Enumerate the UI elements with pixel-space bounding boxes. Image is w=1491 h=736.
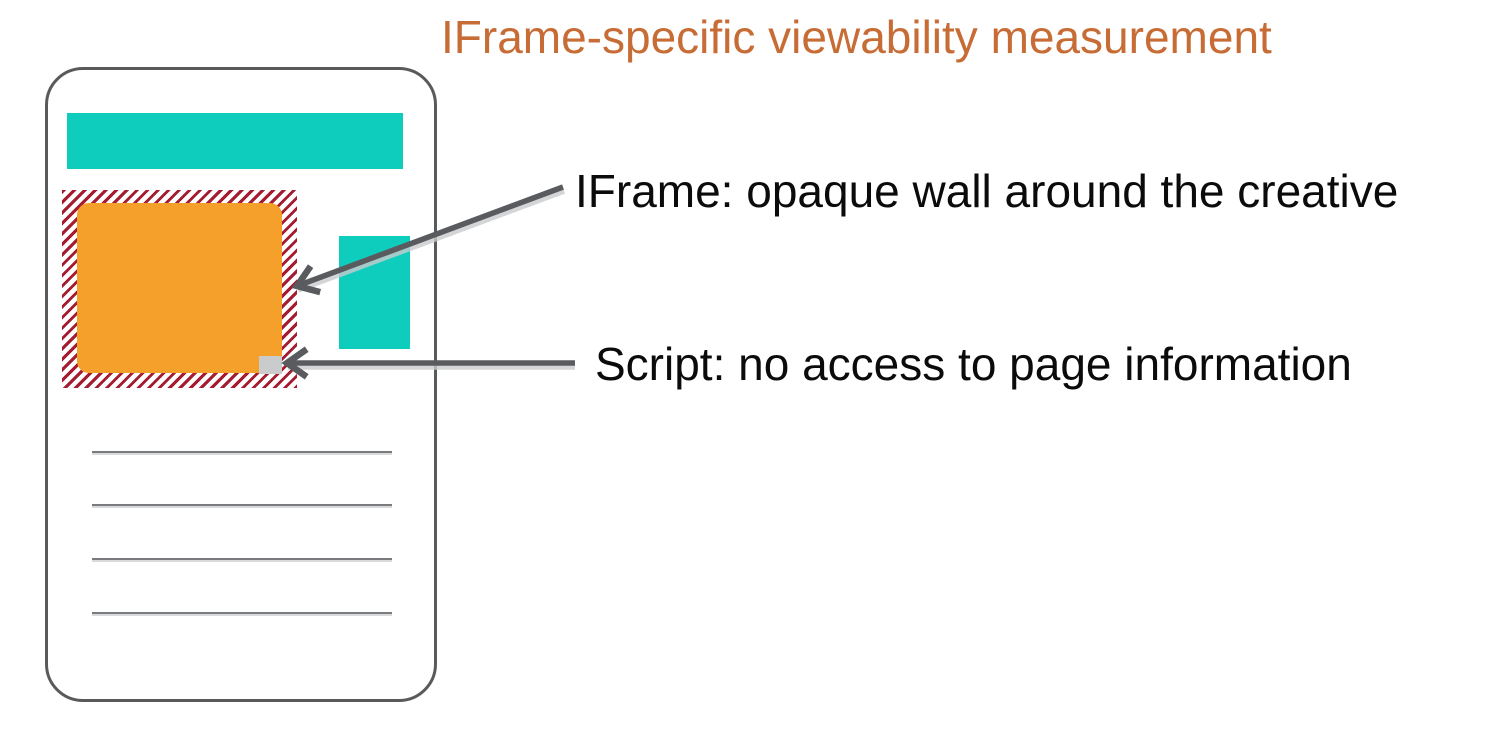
content-line: [92, 451, 392, 453]
content-line: [92, 612, 392, 614]
page-header-bar: [67, 113, 403, 169]
ad-creative: [77, 203, 282, 373]
content-line: [92, 504, 392, 506]
slide-title: IFrame-specific viewability measurement: [441, 11, 1272, 63]
content-line: [92, 558, 392, 560]
script-label: Script: no access to page information: [595, 338, 1352, 390]
iframe-wall-label: IFrame: opaque wall around the creative: [575, 165, 1399, 217]
measurement-script-pixel: [259, 356, 282, 374]
sidebar-content-block: [339, 236, 410, 349]
